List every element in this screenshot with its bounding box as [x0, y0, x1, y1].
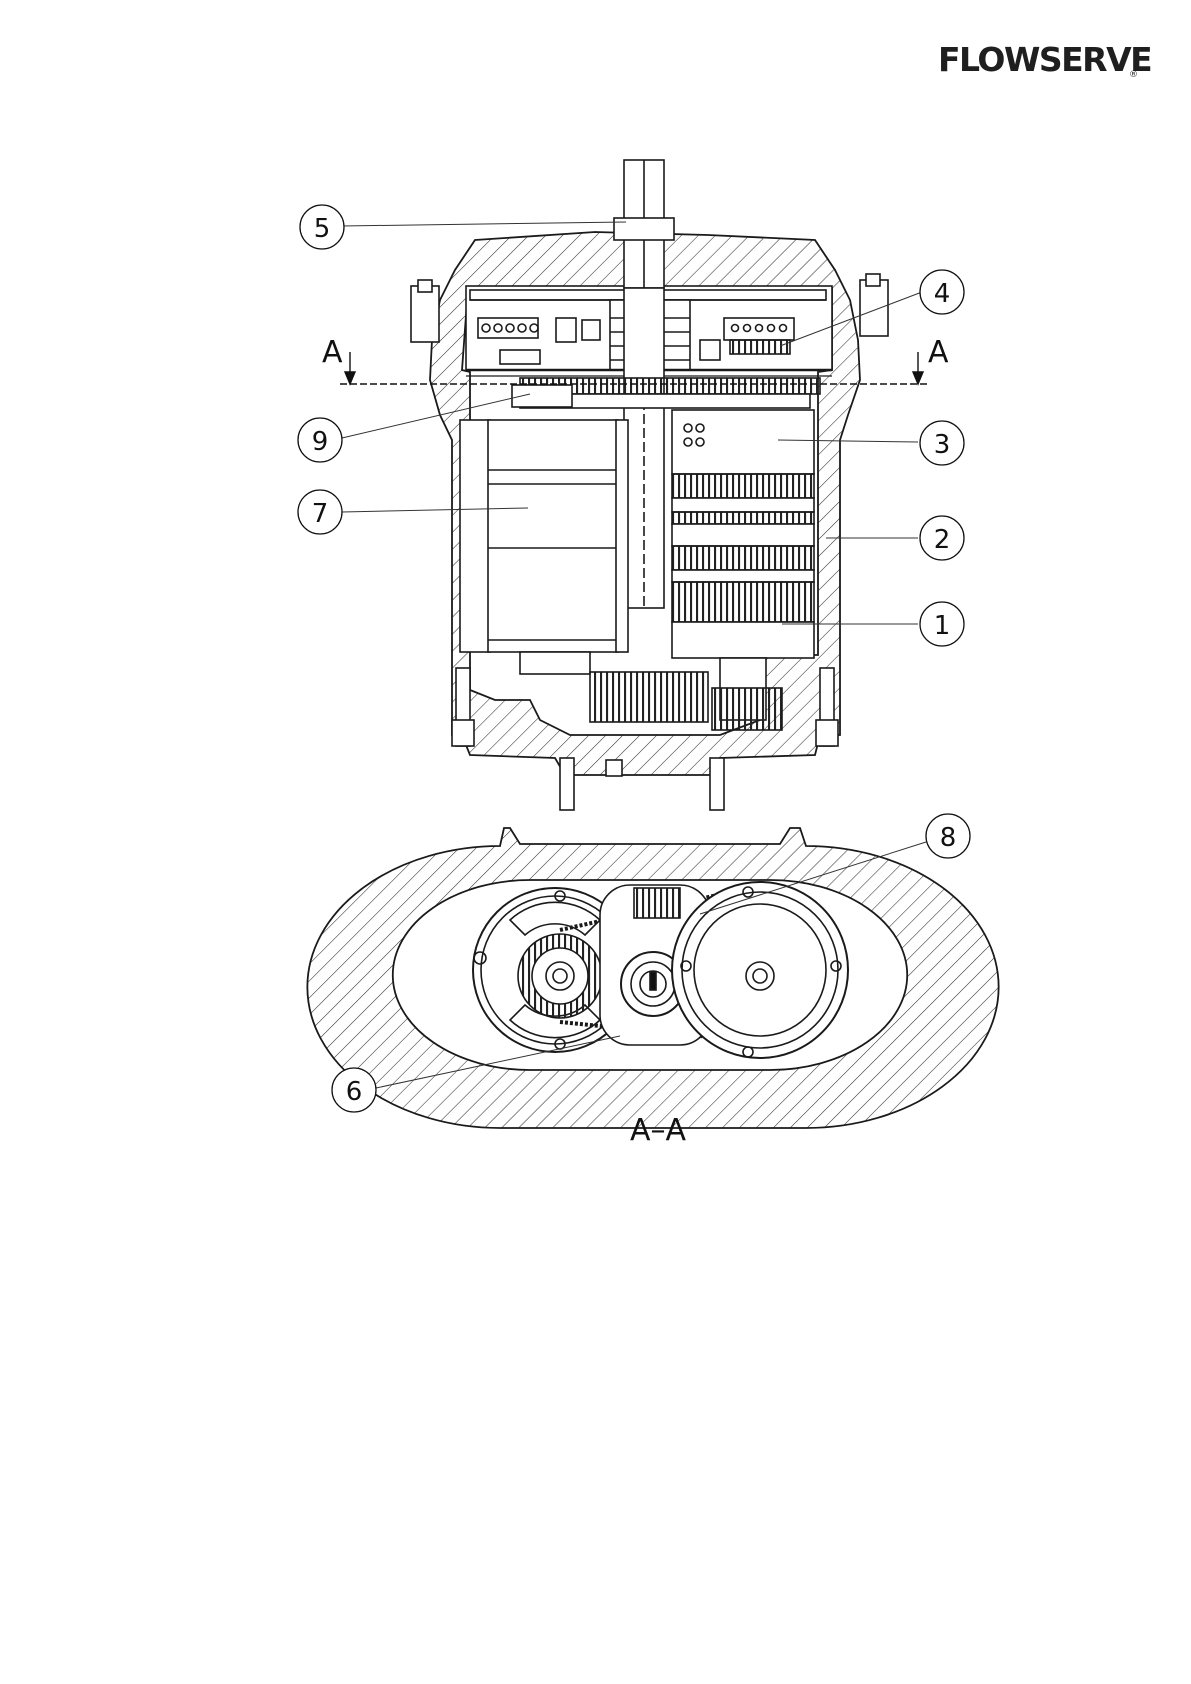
callout-label: 4	[934, 279, 951, 309]
left-lug	[411, 286, 439, 342]
main-section-view	[411, 160, 888, 810]
section-mark-left: A	[322, 335, 343, 370]
callout-5: 5	[300, 205, 344, 249]
callout-label: 7	[312, 499, 329, 529]
callout-2: 2	[920, 516, 964, 560]
base-pin-right	[710, 758, 724, 810]
section-mark-right: A	[928, 335, 949, 370]
callout-label: 3	[934, 430, 951, 460]
callout-label: 9	[312, 427, 329, 457]
section-view-title: A–A	[630, 1113, 687, 1148]
callout-4: 4	[920, 270, 964, 314]
callout-3: 3	[920, 421, 964, 465]
right-lug	[860, 280, 888, 336]
spur-gear-right	[712, 688, 782, 730]
callout-1: 1	[920, 602, 964, 646]
base-pin-left	[560, 758, 574, 810]
callout-label: 1	[934, 611, 951, 641]
section-view-a-a	[307, 828, 998, 1128]
callout-7: 7	[298, 490, 342, 534]
callout-9: 9	[298, 418, 342, 462]
callout-label: 6	[346, 1077, 363, 1107]
callout-label: 2	[934, 525, 951, 555]
callout-label: 5	[314, 214, 331, 244]
callout-label: 8	[940, 823, 957, 853]
spur-gear-left	[590, 672, 708, 722]
motor-7	[460, 420, 628, 674]
callout-6: 6	[332, 1068, 376, 1112]
right-motor-disc	[672, 882, 848, 1058]
callout-8: 8	[926, 814, 970, 858]
